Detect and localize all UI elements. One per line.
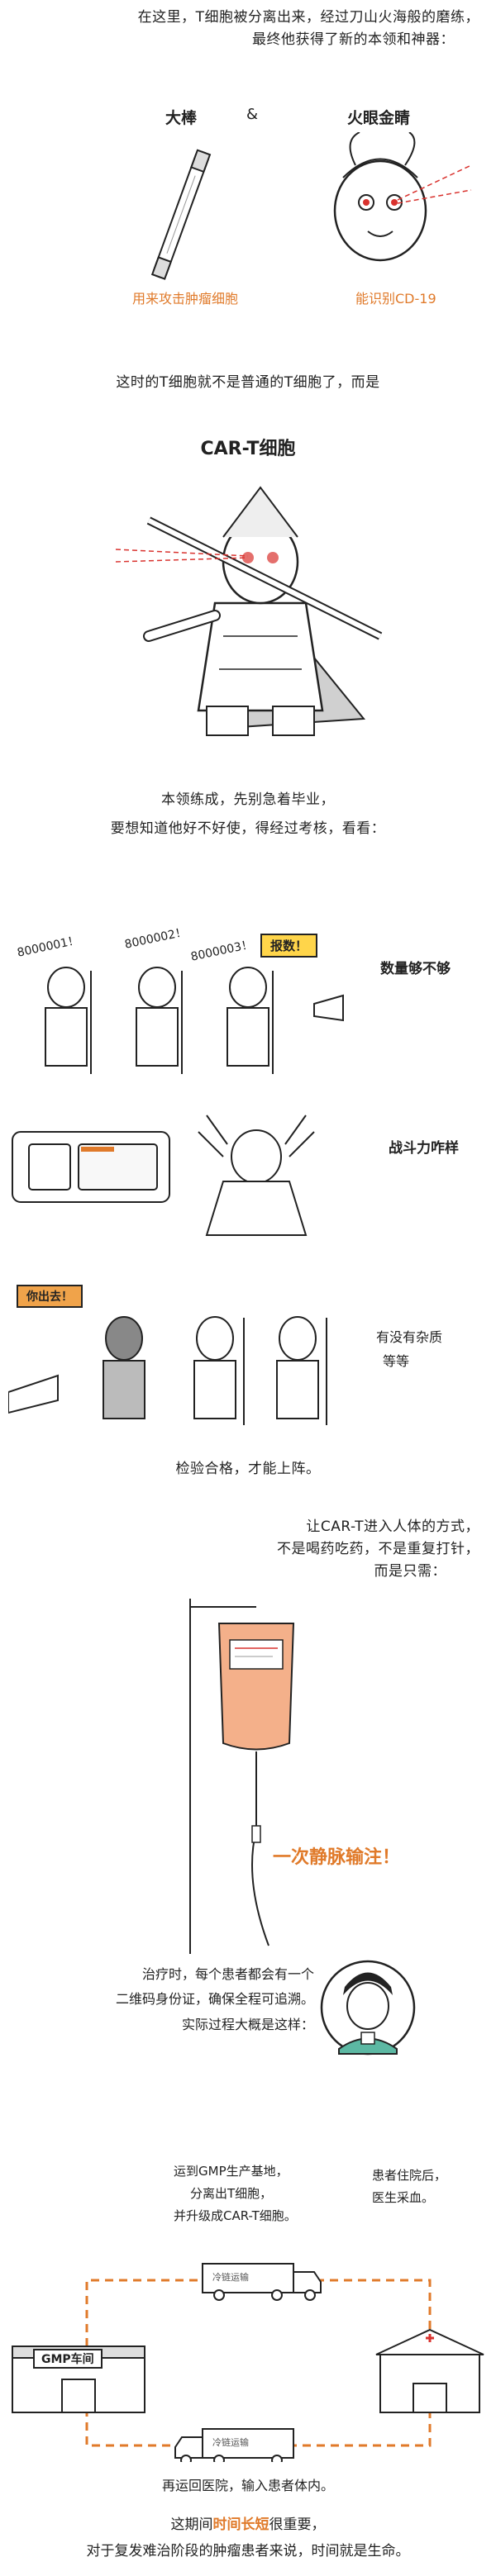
ending-text: 这期间时间长短很重要， 对于复发难治阶段的肿瘤患者来说，时间就是生命。: [0, 2512, 496, 2565]
truck-label-top: 冷链运输: [212, 2272, 249, 2283]
tool-left-caption: 用来攻击肿瘤细胞: [132, 291, 239, 307]
logistics-flow-diagram: [12, 2263, 484, 2462]
pass-line: 检验合格，才能上阵。: [175, 1461, 321, 1477]
flow-left-line-2: 分离出T细胞，: [190, 2186, 273, 2201]
impurity-bubble: 你出去！: [17, 1285, 83, 1308]
qr-text: 治疗时，每个患者都会有一个 二维码身份证，确保全程可追溯。 实际过程大概是这样：: [17, 1962, 314, 2037]
power-meter-illustration: [12, 1115, 315, 1236]
impurity-removal-illustration: [8, 1316, 327, 1425]
infusion-line-1: 让CAR-T进入人体的方式，: [306, 1519, 479, 1535]
flow-left-line-1: 运到GMP生产基地，: [174, 2164, 289, 2179]
ending-emphasis: 时间长短: [212, 2517, 269, 2533]
count-call-2: 8000002！: [123, 925, 188, 952]
intro-text: 在这里，T细胞被分离出来，经过刀山火海般的磨练， 最终他获得了新的本领和神器：: [17, 7, 479, 51]
ending-line-1: 这期间时间长短很重要，: [0, 2512, 496, 2538]
car-t-hero-illustration: [116, 486, 383, 736]
infusion-text: 让CAR-T进入人体的方式， 不是喝药吃药，不是重复打针， 而是只需：: [17, 1516, 479, 1584]
count-call-3: 8000003！: [189, 938, 255, 964]
truck-label-bottom: 冷链运输: [212, 2437, 249, 2448]
fight-label: 战斗力咋样: [389, 1140, 459, 1157]
ampersand: &: [246, 106, 259, 123]
gmp-sign: GMP车间: [33, 2349, 103, 2369]
infusion-line-2: 不是喝药吃药，不是重复打针，: [277, 1541, 479, 1558]
after-text: 本领练成，先别急着毕业， 要想知道他好不好使，得经过考核，看看：: [0, 789, 496, 840]
car-t-title: CAR-T细胞: [200, 439, 296, 459]
flow-right-text: 患者住院后， 医生采血。: [372, 2165, 488, 2209]
ending-line-1-pre: 这期间: [170, 2517, 213, 2533]
flow-left-line-3: 并升级成CAR-T细胞。: [174, 2208, 297, 2223]
after-line-2: 要想知道他好不好使，得经过考核，看看：: [110, 820, 386, 838]
impurity-line-1: 有没有杂质: [376, 1329, 443, 1345]
intro-line-2: 最终他获得了新的本领和神器：: [252, 31, 455, 49]
tool-left-title: 大棒: [165, 109, 198, 127]
flow-right-line-1: 患者住院后，: [372, 2168, 447, 2183]
impurity-line-2: 等等: [383, 1352, 410, 1369]
count-label: 数量够不够: [380, 961, 451, 977]
count-bubble: 报数！: [260, 934, 318, 958]
flow-bottom-text: 再运回医院，输入患者体内。: [161, 2478, 334, 2493]
tool-right-title: 火眼金睛: [347, 109, 411, 127]
golden-staff-illustration: [150, 149, 212, 280]
soldiers-counting-illustration: [45, 967, 344, 1074]
qr-line-3: 实际过程大概是这样：: [181, 2016, 314, 2032]
infusion-line-3: 而是只需：: [374, 1563, 446, 1580]
tool-right-caption: 能识别CD-19: [355, 291, 436, 307]
qr-line-2: 二维码身份证，确保全程可追溯。: [115, 1991, 314, 2008]
flow-right-line-2: 医生采血。: [372, 2190, 435, 2205]
fiery-eyes-illustration: [333, 132, 472, 262]
infusion-banner: 一次静脉输注！: [273, 1847, 401, 1868]
mid-line-1: 这时的T细胞就不是普通的T细胞了，而是: [116, 374, 380, 391]
ending-line-1-post: 很重要，: [269, 2517, 326, 2533]
after-line-1: 本领练成，先别急着毕业，: [161, 791, 335, 808]
ending-line-2: 对于复发难治阶段的肿瘤患者来说，时间就是生命。: [86, 2543, 410, 2560]
intro-line-1: 在这里，T细胞被分离出来，经过刀山火海般的磨练，: [137, 9, 479, 26]
count-call-1: 8000001！: [16, 934, 81, 960]
doctor-avatar-illustration: [320, 1960, 416, 2056]
flow-left-text: 运到GMP生产基地， 分离出T细胞， 并升级成CAR-T细胞。: [174, 2160, 314, 2227]
qr-line-1: 治疗时，每个患者都会有一个: [141, 1966, 314, 1982]
impurity-label: 有没有杂质 等等: [376, 1326, 442, 1374]
iv-bag-illustration: [189, 1599, 295, 1954]
